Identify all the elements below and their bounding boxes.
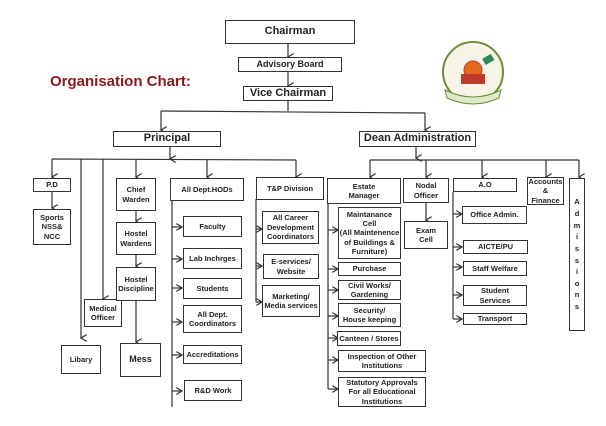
admissions-letter: d <box>574 209 580 218</box>
hod-child-faculty: Faculty <box>183 216 242 237</box>
chief-warden-box: Chief Warden <box>116 178 156 211</box>
admissions-letter: s <box>574 243 580 253</box>
accounts-finance-box: Accounts & Finance <box>527 176 564 205</box>
estate-child-statutory-approvals: Statutory Approvals For all Educational … <box>338 377 426 407</box>
nodal-officer-box: Nodal Officer <box>403 178 449 203</box>
mess-box: Mess <box>120 343 161 377</box>
tp-division-box: T&P Division <box>256 177 324 200</box>
admissions-letter: A <box>574 197 580 207</box>
ao-child-staff-welfare: Staff Welfare <box>463 261 527 276</box>
estate-child-maintenance-cell: Maintanance Cell (All Maintenence of Bui… <box>338 207 401 259</box>
admissions-letter: i <box>575 232 579 242</box>
admissions-letter: o <box>574 278 580 288</box>
ao-child-office-admin: Office Admin. <box>462 206 527 224</box>
ao-box: A.O <box>453 178 517 192</box>
hod-child-lab-incharges: Lab Inchrges <box>183 248 242 269</box>
dean-administration-box: Dean Administration <box>359 131 476 147</box>
admissions-letter: s <box>574 255 580 265</box>
tp-child-marketing-media: Marketing/ Media services <box>262 285 320 317</box>
hostel-wardens-box: Hostel Wardens <box>116 222 156 255</box>
ao-child-transport: Transport <box>463 313 527 325</box>
hod-child-rd-work: R&D Work <box>184 380 242 401</box>
library-box: Libary <box>61 345 101 374</box>
admissions-letter: m <box>573 220 581 230</box>
ao-child-aicte-pu: AICTE/PU <box>463 240 528 254</box>
vice-chairman-box: Vice Chairman <box>243 86 333 101</box>
estate-child-civil-works: Civil Works/ Gardening <box>338 280 401 300</box>
institute-logo-icon <box>442 41 504 105</box>
all-dept-hods-box: All Dept.HODs <box>170 178 244 201</box>
estate-child-security: Security/ House keeping <box>338 303 401 327</box>
exam-cell-box: Exam Cell <box>404 221 448 249</box>
ao-child-student-services: Student Services <box>463 285 527 306</box>
hod-child-all-dept-coordinators: All Dept. Coordinators <box>183 305 242 333</box>
hostel-discipline-box: Hostel Discipline <box>116 267 156 301</box>
estate-child-canteen: Canteen / Stores <box>337 331 401 346</box>
hod-child-accreditations: Accreditations <box>183 345 242 364</box>
page-title: Organisation Chart: <box>50 73 191 90</box>
pd-box: P.D <box>33 178 71 192</box>
estate-child-purchase: Purchase <box>338 262 401 276</box>
tp-child-career-coordinators: All Career Development Coordinators <box>262 211 319 244</box>
sports-nss-ncc-box: Sports NSS& NCC <box>33 209 71 245</box>
admissions-letter: i <box>575 267 579 277</box>
tp-child-eservices-website: E-services/ Website <box>263 254 319 279</box>
admissions-letter: s <box>574 302 580 311</box>
estate-child-inspection: Inspection of Other Institutions <box>338 350 426 372</box>
principal-box: Principal <box>113 131 221 147</box>
chairman-box: Chairman <box>225 20 355 44</box>
admissions-letter: n <box>574 290 580 300</box>
hod-child-students: Students <box>183 278 242 299</box>
advisory-board-box: Advisory Board <box>238 57 342 72</box>
estate-manager-box: Estate Manager <box>327 178 401 204</box>
medical-officer-box: Medical Officer <box>84 299 122 327</box>
